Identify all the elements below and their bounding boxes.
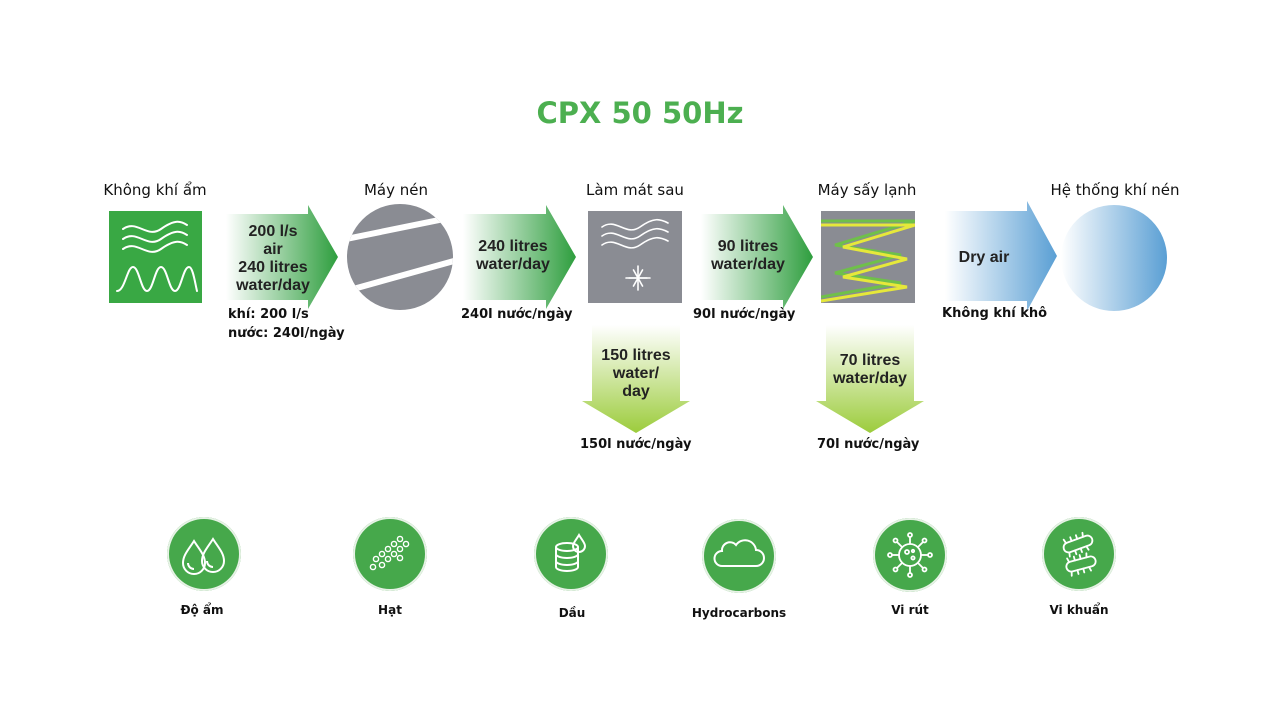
caption-compressed: 240l nước/ngày: [461, 305, 572, 324]
aftercooler-stage: [588, 211, 682, 303]
contaminant-label-bacteria: Vi khuẩn: [1049, 603, 1109, 617]
contaminant-label-oil: Dầu: [558, 606, 586, 620]
contaminant-label-moisture: Độ ẩm: [180, 603, 224, 617]
flow-arrow-compressed: 240 litres water/day: [463, 205, 576, 309]
stage-label-compressed-air-system: Hệ thống khí nén: [1050, 181, 1180, 199]
contaminant-label-hydrocarbons: Hydrocarbons: [691, 606, 787, 620]
arrow-text-line: water/: [612, 365, 660, 382]
arrow-text-line: day: [622, 383, 650, 400]
stage-label-compressor: Máy nén: [363, 181, 429, 199]
compressed-air-system-stage: [1060, 204, 1168, 312]
stage-label-refrigerated-dryer: Máy sấy lạnh: [817, 181, 917, 199]
humid-air-icon: [116, 220, 198, 293]
caption-line: 150l nước/ngày: [580, 437, 692, 452]
compressor-stage: [346, 203, 454, 311]
arrow-text-line: water/day: [711, 256, 785, 273]
arrow-text-line: Dry air: [958, 249, 1010, 266]
zigzag-icon: [820, 219, 916, 303]
arrow-text-line: 200 l/s: [248, 223, 298, 240]
arrow-text-line: water/day: [476, 256, 550, 273]
caption-drain-aftercooler: 150l nước/ngày: [580, 435, 691, 454]
page-title: CPX 50 50Hz: [536, 96, 744, 130]
drain-arrow-dryer: 70 litres water/day: [816, 325, 924, 433]
arrow-text-line: 70 litres: [839, 352, 901, 369]
caption-line: Không khí khô: [942, 306, 1048, 321]
arrow-text-line: 240 litres: [478, 238, 548, 255]
arrow-text-line: air: [263, 241, 283, 258]
caption-line: khí: 200 l/s: [228, 307, 309, 322]
oil-drum-icon: [534, 517, 608, 591]
snowflake-icon: [625, 265, 651, 291]
caption-line: 90l nước/ngày: [693, 307, 796, 322]
caption-drain-dryer: 70l nước/ngày: [817, 435, 919, 454]
contaminant-label-virus: Vi rút: [891, 603, 929, 617]
virus-icon: [873, 518, 947, 592]
flow-arrow-dry-air: Dry air: [945, 201, 1057, 311]
contaminant-label-particles: Hạt: [378, 603, 402, 617]
flow-arrow-cooled: 90 litres water/day: [701, 205, 813, 309]
caption-inlet: khí: 200 l/s nước: 240l/ngày: [228, 305, 345, 343]
particles-icon: [353, 517, 427, 591]
arrow-text-line: water/day: [236, 277, 310, 294]
caption-line: nước: 240l/ngày: [228, 326, 345, 341]
arrow-text-line: 240 litres: [238, 259, 308, 276]
humid-air-stage: [109, 211, 202, 303]
bacteria-icon: [1042, 517, 1116, 591]
caption-dry-air: Không khí khô: [942, 304, 1047, 323]
caption-line: 240l nước/ngày: [461, 307, 573, 322]
air-tank-icon: [1061, 205, 1167, 311]
cloud-icon: [702, 519, 776, 593]
stage-label-aftercooler: Làm mát sau: [586, 181, 684, 199]
arrow-text-line: 150 litres: [601, 347, 671, 364]
caption-line: 70l nước/ngày: [817, 437, 920, 452]
aftercooler-icon: [601, 218, 669, 291]
water-drops-icon: [167, 517, 241, 591]
stage-label-humid-air: Không khí ẩm: [103, 181, 207, 199]
flow-arrow-inlet: 200 l/s air 240 litres water/day: [226, 205, 338, 309]
caption-cooled: 90l nước/ngày: [693, 305, 795, 324]
refrigerated-dryer-stage: [820, 211, 916, 303]
arrow-text-line: 90 litres: [717, 238, 779, 255]
compressor-icon: [347, 204, 453, 310]
arrow-text-line: water/day: [833, 370, 907, 387]
drain-arrow-aftercooler: 150 litres water/ day: [582, 325, 690, 433]
